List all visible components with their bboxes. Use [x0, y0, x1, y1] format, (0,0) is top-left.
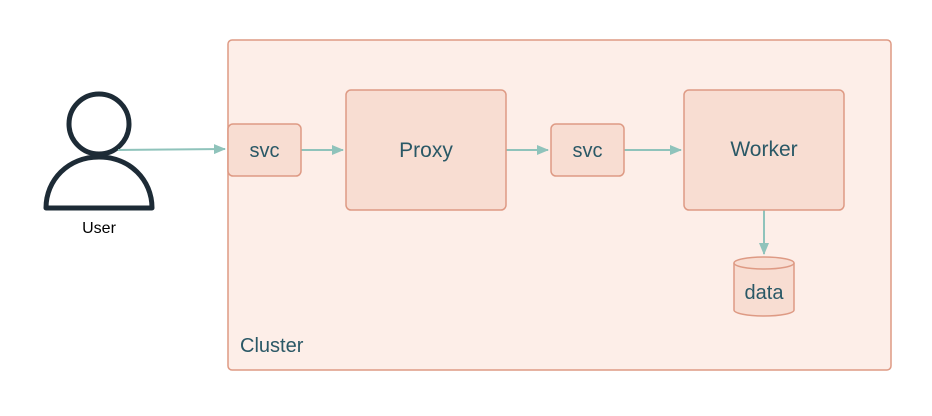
- node-svc-middle-box: [550, 123, 625, 177]
- node-svc-middle-label: svc: [573, 140, 603, 162]
- user-icon: [43, 91, 155, 211]
- node-proxy-box: [345, 89, 507, 211]
- node-worker-box: [683, 89, 845, 211]
- database-icon: [733, 256, 795, 317]
- edges: [117, 144, 769, 255]
- edge-user-to-svc: [117, 144, 226, 155]
- node-proxy-label: Proxy: [399, 139, 453, 162]
- node-svc-ingress[interactable]: svc: [227, 123, 302, 177]
- node-worker[interactable]: Worker: [683, 89, 845, 211]
- node-data-label: data: [745, 282, 785, 304]
- cluster-label: Cluster: [240, 335, 304, 357]
- node-data[interactable]: data: [733, 256, 795, 317]
- user-label: User: [82, 220, 116, 237]
- user-actor[interactable]: User: [43, 91, 155, 237]
- node-svc-middle[interactable]: svc: [550, 123, 625, 177]
- node-svc-ingress-label: svc: [250, 140, 280, 162]
- node-proxy[interactable]: Proxy: [345, 89, 507, 211]
- node-svc-ingress-box: [227, 123, 302, 177]
- node-worker-label: Worker: [730, 138, 797, 161]
